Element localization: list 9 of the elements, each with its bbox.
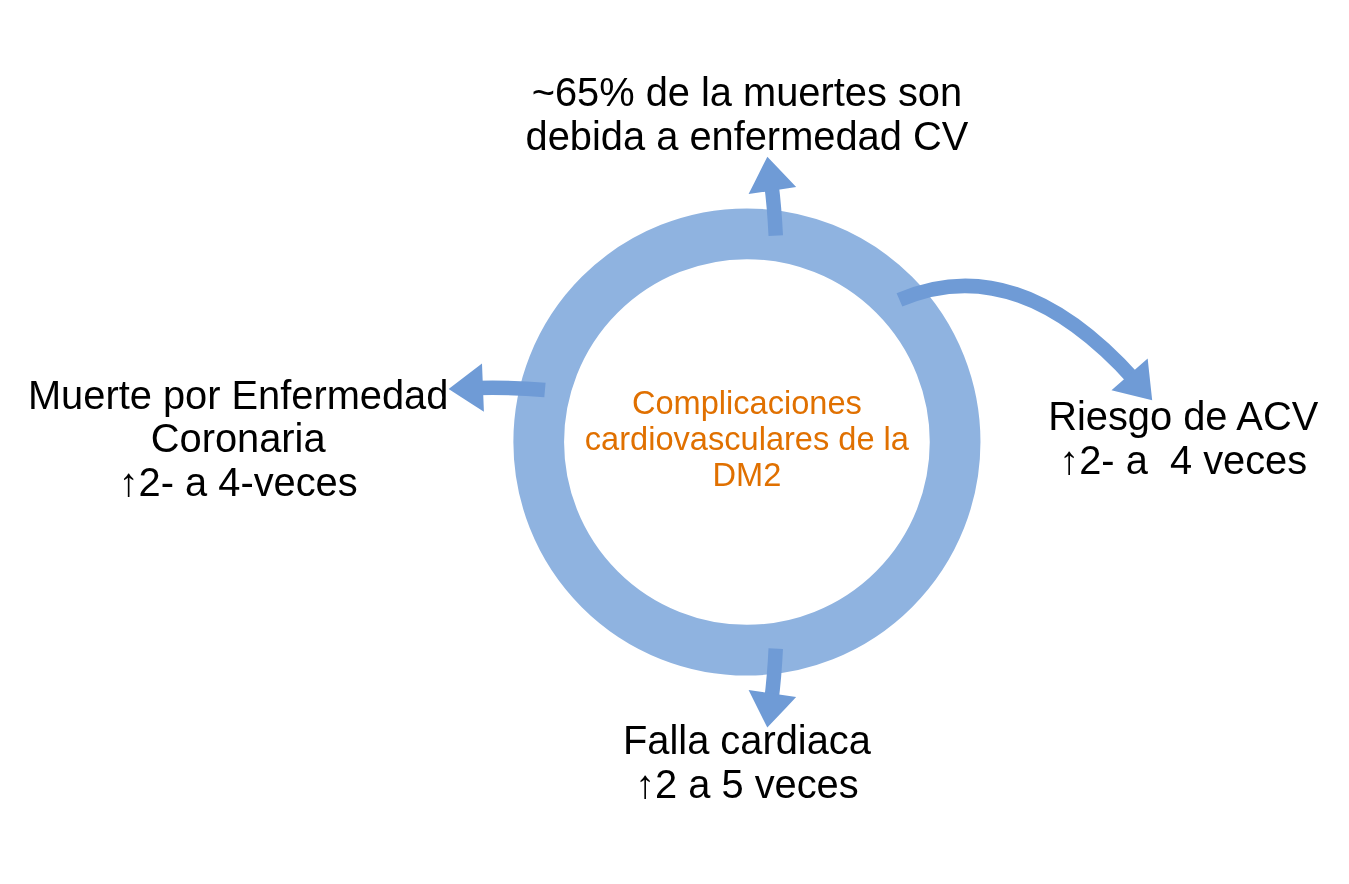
node-text: Falla cardiaca ↑2 a 5 veces — [623, 718, 871, 806]
arrow — [748, 648, 797, 728]
node-text: Muerte por Enfermedad Coronaria ↑2- a 4-veces — [27, 372, 449, 504]
node-circle: Complicaciones cardiovasculares de la DM2 — [513, 208, 981, 676]
node-text: ~65% de la muertes son debida a enfermedad CV — [525, 70, 969, 158]
arrow — [748, 156, 797, 236]
arrow — [448, 363, 546, 412]
arrow — [896, 278, 1153, 401]
node-text: Riesgo de ACV ↑2- a 4 veces — [1048, 394, 1319, 482]
